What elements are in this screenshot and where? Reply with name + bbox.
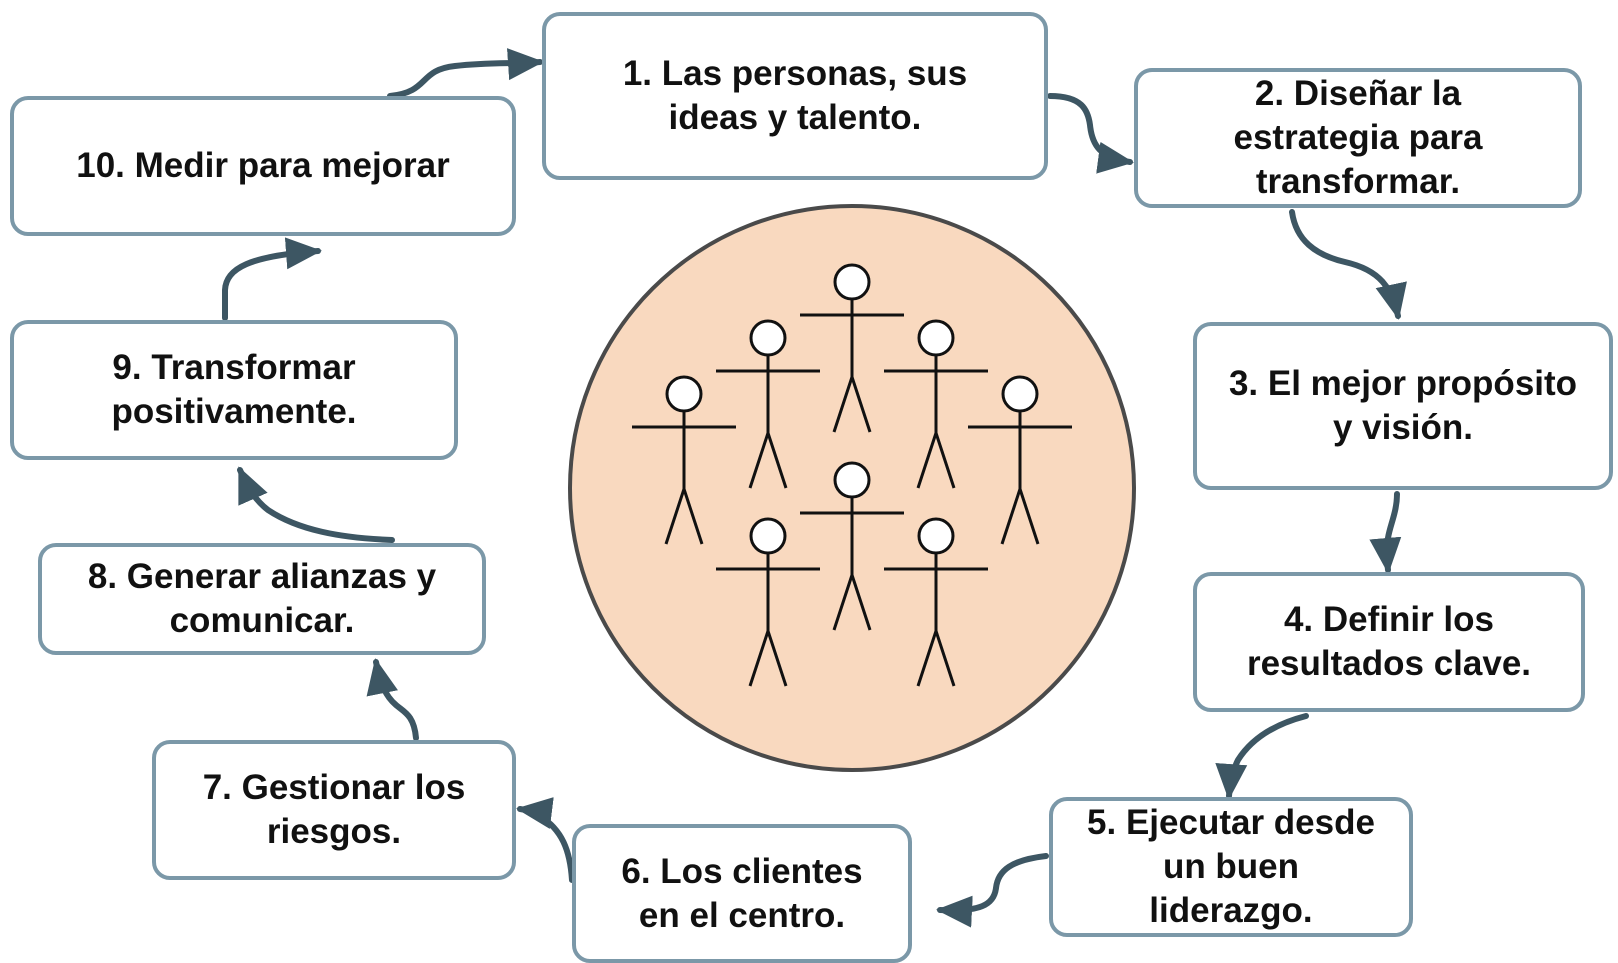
stick-figure-icon [968, 375, 1072, 545]
step-label-5: 5. Ejecutar desde un buen liderazgo. [1087, 803, 1375, 930]
arrow-5-to-6 [936, 853, 1049, 928]
stick-figure-icon [716, 319, 820, 489]
arrow-3-to-4 [1369, 491, 1402, 574]
step-label-10: 10. Medir para mejorar [76, 146, 450, 185]
step-label-8: 8. Generar alianzas y comunicar. [87, 557, 437, 640]
cycle-arrows [222, 48, 1407, 928]
step-box-2: 2. Diseñar la estrategia para transforma… [1134, 68, 1582, 208]
people-group-icon [632, 263, 1072, 687]
step-label-6: 6. Los clientes en el centro. [621, 851, 863, 935]
step-label-2: 2. Diseñar la estrategia para transforma… [1233, 74, 1483, 201]
step-box-1: 1. Las personas, sus ideas y talento. [542, 12, 1048, 180]
arrow-1-to-2 [1047, 93, 1134, 174]
arrow-7-to-8 [366, 658, 419, 741]
stick-figure-icon [800, 263, 904, 433]
step-box-9: 9. Transformar positivamente. [10, 320, 458, 460]
stick-figure-icon [884, 517, 988, 687]
step-box-3: 3. El mejor propósito y visión. [1193, 322, 1613, 490]
step-label-3: 3. El mejor propósito y visión. [1228, 364, 1578, 447]
arrow-2-to-3 [1289, 209, 1407, 320]
arrow-4-to-5 [1215, 713, 1309, 800]
step-label-4: 4. Definir los resultados clave. [1246, 600, 1532, 683]
step-box-7: 7. Gestionar los riesgos. [152, 740, 516, 880]
step-label-9: 9. Transformar positivamente. [111, 348, 357, 431]
step-box-10: 10. Medir para mejorar [10, 96, 516, 236]
stick-figure-icon [800, 461, 904, 631]
step-label-1: 1. Las personas, sus ideas y talento. [622, 54, 968, 137]
step-box-6: 6. Los clientes en el centro. [572, 824, 912, 963]
arrow-6-to-7 [516, 797, 575, 883]
arrow-8-to-9 [237, 466, 395, 543]
arrow-10-to-1 [387, 48, 544, 99]
stick-figure-icon [632, 375, 736, 545]
step-box-4: 4. Definir los resultados clave. [1193, 572, 1585, 712]
arrow-9-to-10 [222, 237, 322, 321]
step-label-7: 7. Gestionar los riesgos. [202, 768, 466, 851]
stick-figure-icon [884, 319, 988, 489]
step-box-8: 8. Generar alianzas y comunicar. [38, 543, 486, 655]
step-box-5: 5. Ejecutar desde un buen liderazgo. [1049, 797, 1413, 937]
stick-figure-icon [716, 517, 820, 687]
